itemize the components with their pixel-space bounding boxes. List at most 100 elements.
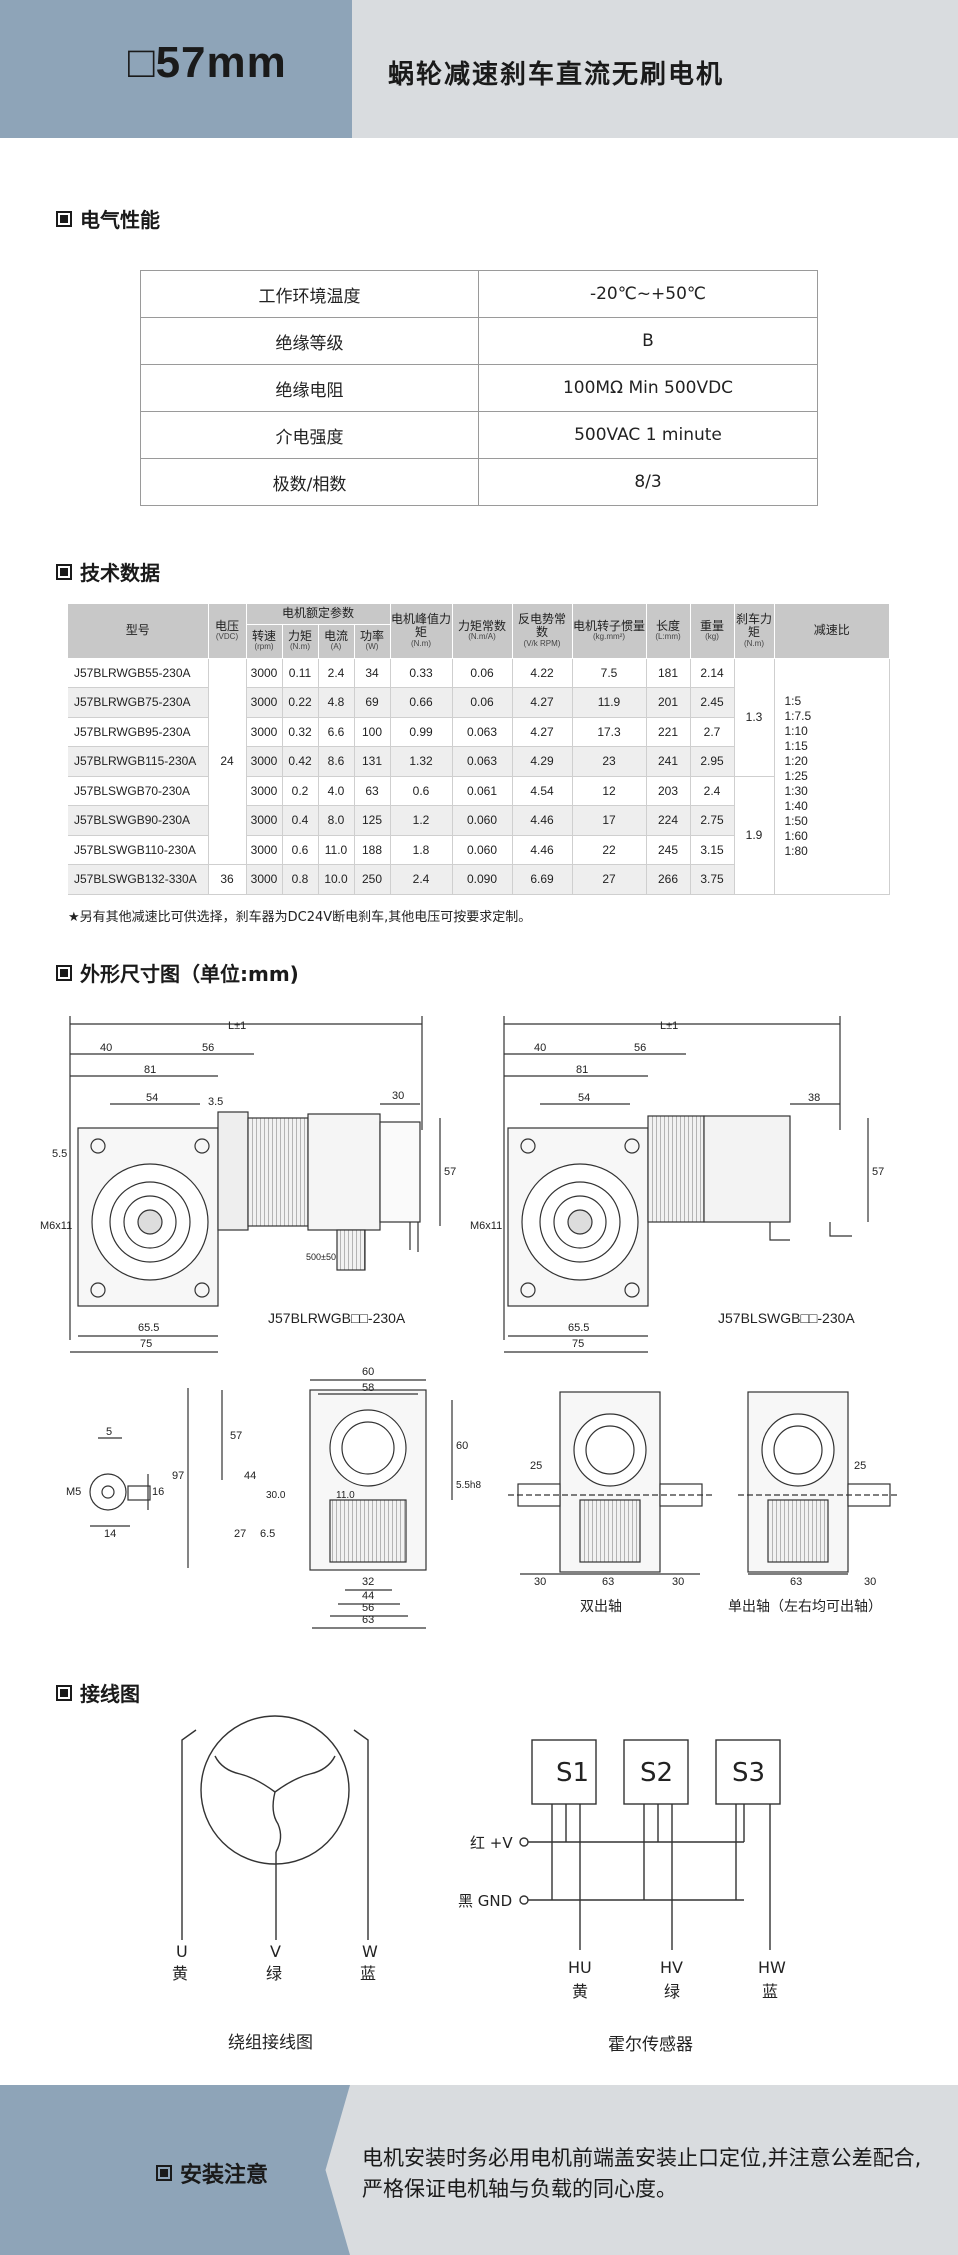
dimension-drawing-svg	[69, 1016, 900, 1629]
section-tech-heading: 技术数据	[56, 557, 160, 586]
table-cell: 3.75	[690, 864, 735, 895]
table-cell: 2.7	[690, 717, 735, 747]
dim-label: 30	[864, 1576, 877, 1588]
table-cell: 0.42	[282, 746, 319, 777]
dim-label: L±1	[660, 1020, 679, 1032]
table-cell: 0.090	[452, 864, 513, 895]
hall-hu-color: 黄	[572, 1982, 589, 2001]
col-voltage: 电压(VDC)	[208, 604, 247, 659]
table-cell: J57BLRWGB75-230A	[68, 687, 209, 718]
col-brake: 刹车力矩(N.m)	[734, 604, 775, 659]
table-cell: 1.3	[734, 658, 775, 777]
section-title: 外形尺寸图（单位:mm)	[80, 962, 299, 986]
hall-s2-label: S2	[640, 1758, 674, 1788]
ratio-item: 1:15	[784, 738, 808, 753]
dim-label: 40	[534, 1042, 547, 1054]
table-cell: J57BLRWGB95-230A	[68, 717, 209, 747]
motor-a-drawing	[69, 1016, 423, 1340]
dim-label: 54	[146, 1092, 159, 1104]
param-value: 8/3	[478, 458, 818, 506]
winding-v-label: V	[270, 1942, 281, 1961]
table-cell: 11.0	[318, 835, 355, 865]
section-wiring-heading: 接线图	[56, 1678, 140, 1707]
dim-label: 5.5h8	[456, 1480, 482, 1491]
dim-label: 60	[456, 1440, 469, 1452]
table-cell: 3000	[246, 805, 283, 836]
dim-label: 27	[234, 1528, 247, 1540]
table-cell: 0.061	[452, 776, 513, 806]
dim-label: 25	[854, 1460, 867, 1472]
dim-label: 25	[530, 1460, 543, 1472]
table-cell: 2.4	[318, 658, 355, 688]
dimension-drawings: L±1 40 56 81 54 3.5 5.5 30 57 M6x11 65.5…	[0, 1000, 958, 1650]
wiring-diagrams: S1 S2 S3 红 +V 黑 GND U 黄 V 绿 W 蓝 HU 黄 HV …	[0, 1700, 958, 2070]
dim-label: 3.5	[208, 1096, 224, 1108]
table-cell: 23	[572, 746, 647, 777]
product-size-title: □57mm	[128, 38, 287, 87]
table-cell: 7.5	[572, 658, 647, 688]
gnd-label: 黑 GND	[458, 1892, 513, 1910]
dim-label: 58	[362, 1382, 375, 1394]
dim-label: 75	[572, 1338, 585, 1350]
dim-label: 16	[152, 1486, 165, 1498]
ratio-item: 1:50	[784, 813, 808, 828]
table-cell: 4.0	[318, 776, 355, 806]
table-cell: 63	[354, 776, 391, 806]
table-cell: 17.3	[572, 717, 647, 747]
table-cell: 0.33	[390, 658, 453, 688]
param-name: 工作环境温度	[140, 270, 479, 318]
table-cell: 0.11	[282, 658, 319, 688]
ratio-item: 1:40	[784, 798, 808, 813]
dim-label: 57	[444, 1166, 457, 1178]
dim-label: 40	[100, 1042, 113, 1054]
table-cell: 0.22	[282, 687, 319, 718]
hall-box-s2	[623, 1739, 689, 1805]
hall-s3-label: S3	[732, 1758, 766, 1788]
tech-note: ★另有其他减速比可供选择，刹车器为DC24V断电刹车,其他电压可按要求定制。	[68, 910, 532, 925]
winding-w-color: 蓝	[360, 1964, 377, 1983]
table-cell: 24	[208, 658, 247, 865]
double-shaft-drawing	[508, 1391, 712, 1575]
table-cell: 3000	[246, 746, 283, 777]
table-cell: 0.060	[452, 835, 513, 865]
table-cell: 4.46	[512, 805, 573, 836]
wiring-svg	[181, 1715, 781, 1950]
table-cell: 11.9	[572, 687, 647, 718]
dim-label: 6.5	[260, 1528, 276, 1540]
table-cell: 4.27	[512, 687, 573, 718]
winding-w-label: W	[362, 1942, 378, 1961]
ratio-item: 1:5	[784, 693, 802, 708]
hall-box-s3	[715, 1739, 781, 1805]
ratio-item: 1:30	[784, 783, 808, 798]
param-value: 500VAC 1 minute	[478, 411, 818, 459]
table-cell: 0.6	[390, 776, 453, 806]
double-shaft-caption: 双出轴	[580, 1598, 622, 1614]
header-bar: □57mm 蜗轮减速刹车直流无刷电机	[0, 0, 958, 138]
table-cell: J57BLRWGB115-230A	[68, 746, 209, 777]
install-notice-title: 安装注意	[156, 2157, 268, 2189]
winding-circle	[200, 1715, 350, 1865]
footer-accent	[0, 2085, 350, 2255]
table-cell: J57BLSWGB110-230A	[68, 835, 209, 865]
section-electrical-heading: 电气性能	[56, 204, 160, 233]
table-cell: 1.2	[390, 805, 453, 836]
param-name: 极数/相数	[140, 458, 479, 506]
dim-label: 57	[872, 1166, 885, 1178]
table-cell: 4.22	[512, 658, 573, 688]
table-row: 工作环境温度-20℃~+50℃	[140, 270, 818, 318]
winding-v	[272, 1791, 282, 1853]
dim-label: 54	[578, 1092, 591, 1104]
table-cell: 0.063	[452, 717, 513, 747]
table-cell: J57BLRWGB55-230A	[68, 658, 209, 688]
table-cell: 1.8	[390, 835, 453, 865]
dim-label: 63	[790, 1576, 803, 1588]
param-value: B	[478, 317, 818, 365]
section-square-icon	[56, 210, 72, 227]
table-cell: 131	[354, 746, 391, 777]
dim-label: 75	[140, 1338, 153, 1350]
